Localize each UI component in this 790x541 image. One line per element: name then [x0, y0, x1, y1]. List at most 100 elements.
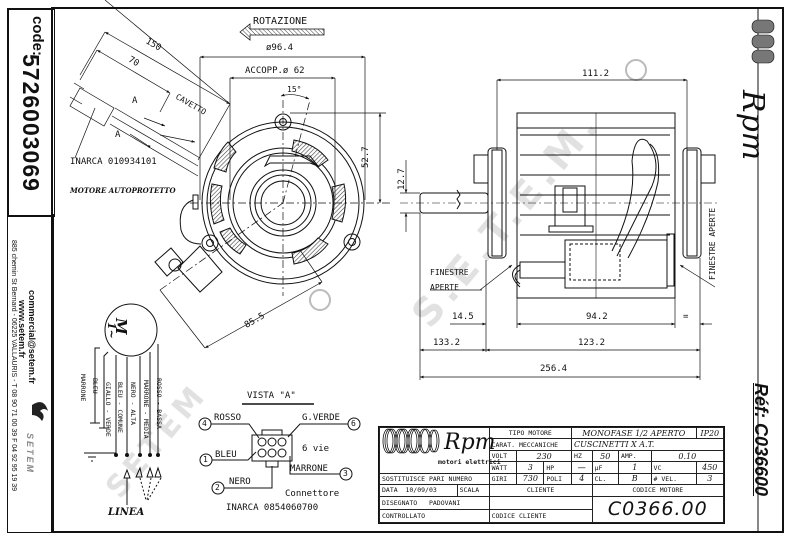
dim-133-2: 133.2 — [433, 338, 461, 348]
side-view-motor — [400, 112, 720, 299]
giri-value: 730 — [516, 472, 545, 486]
rpm-coil-logo-side — [751, 19, 775, 64]
connector-view-a — [198, 403, 361, 495]
wire-bleu-comune: BLEU - COMUNE — [116, 382, 124, 433]
wire-marrone-media: MARRONE - MEDIA — [142, 380, 150, 439]
cliente-label: CLIENTE — [488, 484, 593, 497]
code-box — [7, 8, 55, 217]
dim-coupling: ACCOPP.ø 62 — [245, 66, 305, 76]
rotation-label: ROTAZIONE — [253, 16, 308, 27]
uf-value: 1 — [617, 461, 652, 474]
wire-giallo-verde: GIALLO - VERDE — [104, 382, 112, 437]
giri-label: GIRI — [488, 472, 518, 486]
pin-3-number: 3 — [343, 469, 348, 478]
dim-14-5: 14.5 — [452, 312, 474, 322]
pin-6-color: G.VERDE — [302, 413, 340, 423]
uf-label: µF — [591, 461, 619, 474]
title-block: Rpm motori elettrici TIPO MOTORE MONOFAS… — [378, 426, 725, 524]
dim-width: 111.2 — [582, 69, 610, 79]
rotation-arrow — [239, 23, 325, 41]
code-label: code: — [29, 16, 46, 57]
pin-2-color: NERO — [229, 477, 251, 487]
cl-label: CL. — [591, 472, 619, 486]
codice-motore-label: CODICE MOTORE — [591, 484, 725, 497]
scala-label: SCALA — [456, 484, 490, 497]
cliente-value-cell — [488, 495, 593, 510]
window-label-left-1: FINESTRE — [430, 268, 469, 277]
phase-symbol: 1~ — [105, 322, 118, 339]
wire-rosso-bassa: ROSSO - BASSA — [155, 378, 163, 429]
amp-value: 0.10 — [650, 449, 725, 463]
protection-note: MOTORE AUTOPROTETTO — [70, 186, 176, 195]
brand-logo-side: Rpm — [735, 90, 770, 161]
svg-text:S.E.T.E.M.: S.E.T.E.M. — [403, 101, 610, 336]
connector-label: Connettore — [285, 489, 340, 499]
address-box — [7, 214, 54, 533]
dim-123-2: 123.2 — [578, 338, 606, 348]
hp-label: HP — [543, 461, 573, 474]
watt-value: 3 — [516, 461, 545, 474]
tipo-motore-label: TIPO MOTORE — [488, 426, 573, 440]
pin-4-number: 4 — [202, 419, 207, 428]
codice-cliente-label: CODICE CLIENTE — [488, 508, 593, 524]
carat-value: CUSCINETTI X A.T. — [571, 438, 724, 451]
wire-nero-alta: NERO - ALTA — [129, 382, 137, 426]
connector-view-title: VISTA "A" — [247, 391, 296, 401]
dim-angle: 15° — [287, 85, 302, 94]
hp-value: — — [571, 461, 593, 474]
brand-cell: Rpm motori elettrici — [379, 427, 501, 474]
poli-label: POLI — [543, 472, 573, 486]
connector-ways: 6 vie — [302, 444, 330, 454]
volt-value: 230 — [516, 449, 573, 463]
brand-subtitle: motori elettrici — [438, 458, 501, 466]
sostituisce-label: SOSTITUISCE PARI NUMERO — [379, 472, 490, 486]
pin-4-color: ROSSO — [214, 413, 242, 423]
front-view-motor — [154, 99, 390, 296]
wire-bleu: BLEU — [91, 378, 99, 394]
pin-2-number: 2 — [215, 483, 220, 492]
cl-value: B — [617, 472, 652, 486]
connector-part-number: INARCA 010934101 — [70, 157, 157, 167]
disegnato-label: DISEGNATO — [382, 498, 418, 507]
setem-logo-text: SETEM — [25, 433, 35, 475]
wiring-diagram — [84, 303, 162, 505]
controllato-label: CONTROLLATO — [379, 508, 490, 524]
carat-label: CARAT. MECCANICHE — [488, 438, 573, 451]
hz-label: HZ — [571, 449, 593, 463]
pin-1-number: 1 — [203, 455, 208, 464]
ip-rating: IP20 — [695, 426, 725, 440]
dim-equal: = — [683, 312, 689, 322]
pin-3-color: MARRONE — [290, 464, 328, 474]
email-link[interactable]: commercial@setem.fr — [27, 290, 37, 384]
window-label-right: FINESTRE APERTE — [708, 207, 717, 280]
dim-total: 256.4 — [540, 364, 568, 374]
codice-motore-value: C0366.00 — [591, 495, 725, 524]
vel-value: 3 — [695, 472, 725, 486]
section-marker-a-1: A — [132, 96, 138, 106]
line-label: LINEA — [108, 507, 145, 518]
dim-shaft-offset: 12.7 — [397, 168, 407, 190]
code-value: 5726003069 — [18, 54, 44, 192]
reference-code: Réf: C036600 — [751, 383, 771, 497]
vc-label: VC — [650, 461, 697, 474]
wire-marrone: MARRONE — [79, 374, 87, 402]
vc-value: 450 — [695, 461, 725, 474]
website-link[interactable]: www.setem.fr — [17, 300, 27, 359]
dim-height: 52.7 — [361, 146, 371, 168]
window-label-left-2: APERTE — [430, 283, 459, 292]
brand-logo: Rpm — [444, 430, 496, 455]
hz-value: 50 — [591, 449, 619, 463]
data-cell: DATA 10/09/03 — [379, 484, 458, 497]
vel-label: # VEL. — [650, 472, 697, 486]
data-label: DATA — [382, 486, 398, 495]
pin-1-color: BLEU — [215, 450, 237, 460]
tipo-motore-value: MONOFASE 1/2 APERTO — [571, 426, 697, 440]
company-address: 885 chemin St Bernard - 06225 VALLAURIS … — [10, 240, 17, 491]
amp-label: AMP. — [617, 449, 652, 463]
dim-94-2: 94.2 — [586, 312, 608, 322]
setem-logo — [32, 402, 48, 421]
dim-outer-diameter: ø96.4 — [266, 43, 294, 53]
disegnato-cell: DISEGNATO PADOVANI — [379, 495, 490, 510]
